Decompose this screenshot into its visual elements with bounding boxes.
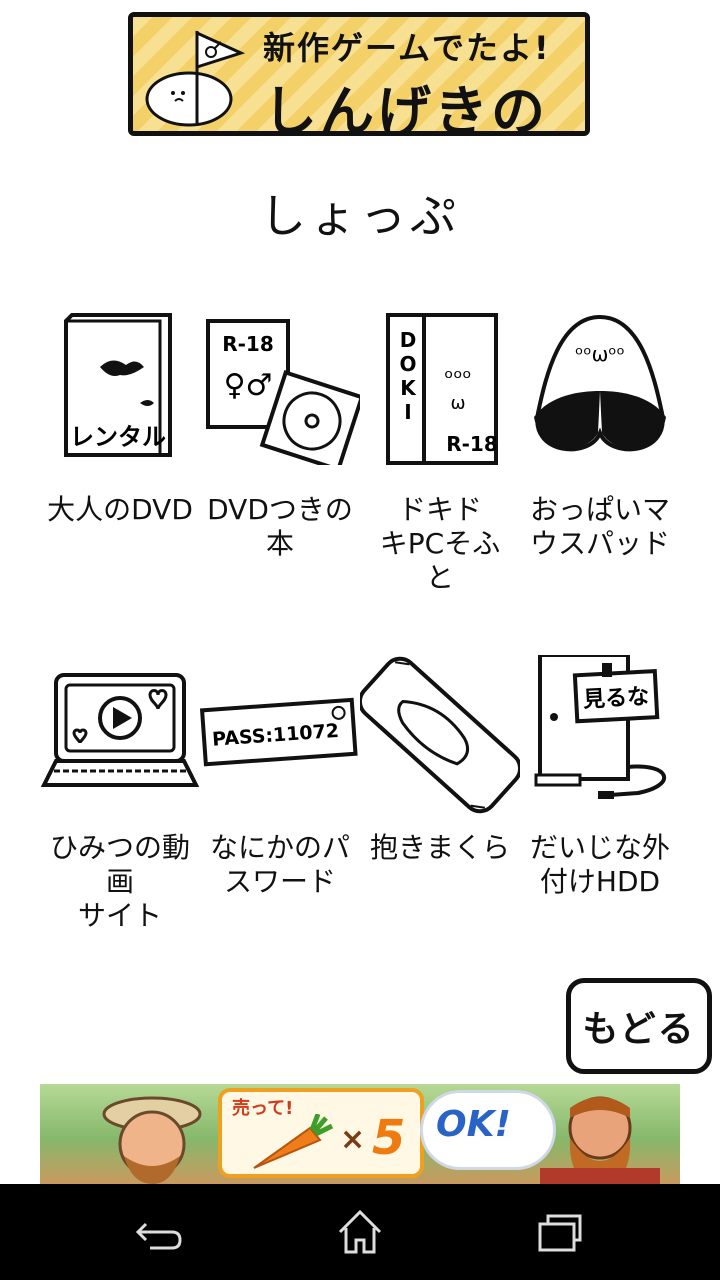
shop-item-label: 抱きまくら xyxy=(369,831,510,864)
dvd-art-text: レンタル xyxy=(70,423,166,451)
shop-item-label: 大人のDVD xyxy=(47,493,193,526)
svg-text:ᵒᵒωᵒᵒ: ᵒᵒωᵒᵒ xyxy=(575,342,625,366)
ad-sell-text: 売って! xyxy=(232,1098,294,1119)
svg-text:K: K xyxy=(400,376,417,400)
svg-text:♀♂: ♀♂ xyxy=(224,368,273,403)
shop-item-label: ドキド キPCそふ と xyxy=(379,493,501,594)
ad-ok-text: OK! xyxy=(436,1104,511,1145)
book-art-text: R-18 xyxy=(222,332,274,356)
svg-text:ω: ω xyxy=(450,393,465,414)
pc-game-box-icon: D O K I ᵒᵒᵒ ω R-18 xyxy=(386,313,498,465)
banner-game-title: しんげきのホモォ xyxy=(263,80,548,136)
dvd-rental-case-icon: レンタル xyxy=(64,313,172,457)
shop-item-label: だいじな外 付けHDD xyxy=(529,831,670,898)
ad-multiplier: × xyxy=(340,1122,366,1157)
system-nav-bar xyxy=(0,1184,720,1280)
box-art-text: R-18 xyxy=(446,432,498,456)
body-pillow-icon xyxy=(360,656,520,814)
home-icon[interactable] xyxy=(330,1202,390,1262)
password-card-icon: PASS:11072 xyxy=(200,697,358,767)
back-icon[interactable] xyxy=(128,1202,188,1262)
mousepad-icon: ᵒᵒωᵒᵒ xyxy=(534,314,666,452)
svg-text:ᵒᵒᵒ: ᵒᵒᵒ xyxy=(444,366,471,391)
shop-item-label: DVDつきの 本 xyxy=(207,493,353,560)
shop-item-label: おっぱいマ ウスパッド xyxy=(529,493,670,560)
homo-mascot-icon xyxy=(145,30,246,127)
ad-ok-bubble xyxy=(420,1090,556,1170)
bearded-man-character-icon xyxy=(540,1096,660,1184)
svg-text:D: D xyxy=(400,328,417,352)
book-with-disc-icon: R-18 ♀♂ xyxy=(206,319,360,465)
recents-icon[interactable] xyxy=(530,1202,590,1262)
shop-item-label: なにかのパ スワード xyxy=(209,831,350,898)
ad-count: 5 xyxy=(372,1110,406,1166)
hdd-note-text: 見るな xyxy=(583,684,650,712)
carrot-icon xyxy=(253,1114,334,1169)
farmer-character-icon xyxy=(102,1096,202,1184)
svg-text:O: O xyxy=(399,352,416,376)
laptop-play-icon xyxy=(40,673,200,787)
ad-offer-bubble: 売って! × 5 xyxy=(218,1088,424,1178)
svg-text:I: I xyxy=(404,400,411,424)
external-hdd-icon: 見るな xyxy=(534,655,667,799)
game-ad-banner[interactable]: 新作ゲームでたよ! しんげきのホモォ xyxy=(128,12,590,136)
back-button[interactable]: もどる xyxy=(566,978,712,1074)
bottom-ad-banner[interactable]: 売って! × 5 OK! xyxy=(40,1084,680,1184)
page-title: しょっぷ xyxy=(260,189,460,243)
banner-headline: 新作ゲームでたよ! xyxy=(263,29,551,67)
shop-item-label: ひみつの動 画 サイト xyxy=(49,831,190,932)
